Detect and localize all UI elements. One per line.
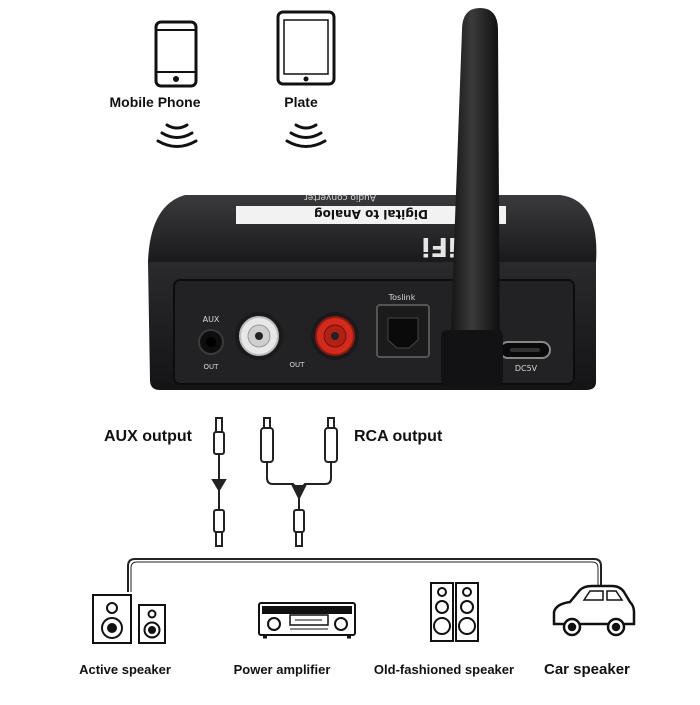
- tablet-icon: [276, 10, 336, 86]
- device-badge: Digital to Analog Audio converter: [236, 192, 506, 224]
- antenna: [441, 8, 503, 386]
- target-label-old-speaker: Old-fashioned speaker: [373, 662, 515, 677]
- rca-out-label: OUT: [290, 361, 306, 369]
- aux-out-label: OUT: [204, 363, 220, 371]
- target-label-car-speaker: Car speaker: [544, 661, 630, 678]
- aux-output-label: AUX output: [104, 428, 192, 445]
- converter-device: Digital to Analog Audio converter HiFi A…: [148, 8, 597, 390]
- badge-subtitle: Audio converter: [304, 192, 376, 202]
- old-speaker-icon: [430, 582, 479, 642]
- rca-red-jack: [311, 312, 359, 360]
- usb-c-port: [499, 341, 551, 359]
- rca-white-jack: [235, 312, 283, 360]
- aux-port-label: AUX: [203, 315, 220, 324]
- rca-cable: [260, 417, 338, 547]
- power-amplifier-icon: [258, 602, 356, 639]
- badge-title: Digital to Analog: [314, 207, 428, 221]
- toslink-port: [376, 304, 430, 358]
- car-icon: [552, 584, 636, 637]
- target-label-active-speaker: Active speaker: [79, 662, 171, 677]
- distribution-line: [127, 558, 602, 592]
- target-label-power-amplifier: Power amplifier: [233, 662, 331, 677]
- aux-cable: [211, 417, 227, 547]
- power-label: DC5V: [515, 364, 538, 373]
- rca-output-label: RCA output: [354, 428, 443, 445]
- source-label-mobile-phone: Mobile Phone: [109, 94, 201, 110]
- wireless-signal-icon: [285, 123, 327, 148]
- wireless-signal-icon: [156, 123, 198, 148]
- active-speaker-icon: [92, 594, 166, 644]
- toslink-label: Toslink: [388, 293, 416, 302]
- mobile-phone-icon: [154, 20, 198, 88]
- source-label-plate: Plate: [284, 94, 318, 110]
